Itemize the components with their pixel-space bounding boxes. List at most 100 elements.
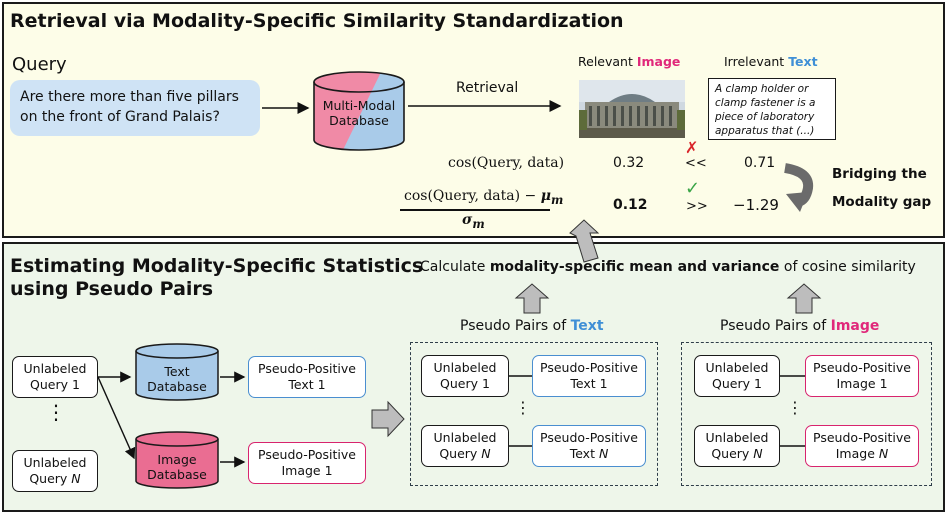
image-group-query-1: Unlabeled Query 1 (694, 355, 780, 397)
pseudo-positive-text-1: Pseudo-Positive Text 1 (248, 356, 366, 398)
bottom-title-line2: using Pseudo Pairs (10, 278, 214, 300)
ig-qn-n: N (753, 446, 763, 461)
ig-p1-line1: Pseudo-Positive (813, 360, 911, 375)
query-text-line1: Are there more than five pillars (20, 89, 239, 105)
std-numerator: cos(Query, data) − μm (404, 188, 563, 207)
text-group-query-n: Unlabeled Query N (421, 425, 509, 467)
std-numerator-text: cos(Query, data) − (404, 188, 541, 204)
multimodal-database-icon (313, 71, 405, 151)
pairs-image-header: Pseudo Pairs of Image (720, 318, 879, 334)
ppt1-line1: Pseudo-Positive (258, 361, 356, 376)
pseudo-pairs-image-group (681, 342, 932, 486)
tg-q1-line2: Query 1 (440, 376, 490, 391)
cross-mark-icon: ✗ (685, 138, 699, 157)
multimodal-db-line2: Database (329, 113, 389, 128)
ppt1-line2: Text 1 (288, 377, 326, 392)
image-database-icon (135, 431, 219, 489)
bottom-panel-title: Estimating Modality-Specific Statistics … (10, 255, 423, 301)
relevant-prefix: Relevant (578, 54, 637, 69)
tg-qn-line2: Query N (439, 446, 490, 462)
pairs-text-word: Text (570, 318, 604, 334)
relevant-word: Image (636, 54, 681, 69)
ig-qn-line1: Unlabeled (705, 430, 769, 445)
query-label: Query (12, 54, 67, 75)
irrelevant-text-snippet: A clamp holder or clamp fastener is a pi… (708, 78, 836, 140)
unlabeled-query-1: Unlabeled Query 1 (12, 356, 98, 398)
calc-suffix: of cosine similarity (779, 259, 916, 275)
tg-qn-n: N (481, 446, 491, 461)
calc-prefix: Calculate (420, 259, 490, 275)
std-mu-sub: m (550, 192, 564, 207)
ig-pn-line1: Pseudo-Positive (813, 430, 911, 445)
cos-label: cos(Query, data) (448, 155, 565, 171)
relevant-image-header: Relevant Image (578, 54, 680, 69)
bottom-title-line1: Estimating Modality-Specific Statistics (10, 255, 424, 277)
ig-qn-line2: Query N (711, 446, 762, 462)
image-database-label: Image Database (134, 452, 220, 482)
std-sigma-sub: m (472, 216, 485, 231)
unlabeled-query-n: Unlabeled Query N (12, 450, 98, 492)
uqn-line2-text: Query (29, 471, 72, 486)
uq1-line2: Query 1 (30, 377, 80, 392)
tg-p1-line1: Pseudo-Positive (540, 360, 638, 375)
tg-qn-line2-text: Query (439, 446, 482, 461)
uq1-line1: Unlabeled (23, 361, 87, 376)
retrieval-label: Retrieval (456, 80, 519, 96)
text-group-query-1: Unlabeled Query 1 (421, 355, 509, 397)
ppi1-line1: Pseudo-Positive (258, 447, 356, 462)
text-database-icon (135, 343, 219, 401)
cos-image-score: 0.32 (613, 155, 645, 171)
std-mu: μ (540, 188, 551, 204)
std-text-score: −1.29 (733, 196, 779, 214)
cos-text-score: 0.71 (744, 155, 776, 171)
uqn-line1: Unlabeled (23, 455, 87, 470)
bridging-line2: Modality gap (832, 194, 932, 210)
std-compare: >> (686, 199, 708, 214)
pseudo-pairs-text-group (410, 342, 658, 486)
tg-p1-line2: Text 1 (570, 376, 608, 391)
irrelevant-word: Text (788, 54, 818, 69)
calc-bold: modality-specific mean and variance (489, 259, 780, 275)
irrelevant-text-header: Irrelevant Text (724, 54, 818, 69)
ppi1-line2: Image 1 (281, 463, 333, 478)
pseudo-positive-image-1: Pseudo-Positive Image 1 (248, 442, 366, 484)
std-sigma: σ (462, 212, 473, 228)
vdots-left: ⋮ (46, 400, 66, 424)
top-panel-title: Retrieval via Modality-Specific Similari… (10, 10, 624, 32)
image-db-line1: Image (157, 452, 197, 467)
bridging-label: Bridging the Modality gap (832, 160, 931, 216)
multimodal-db-line1: Multi-Modal (322, 98, 396, 113)
ig-pn-line2: Image N (836, 446, 888, 462)
ig-qn-line2-text: Query (711, 446, 754, 461)
pairs-image-word: Image (830, 318, 880, 334)
multimodal-database-label: Multi-Modal Database (312, 98, 406, 128)
ig-q1-line1: Unlabeled (705, 360, 769, 375)
ig-pn-line2-text: Image (835, 446, 879, 461)
uqn-line2: Query N (29, 471, 80, 487)
pairs-image-prefix: Pseudo Pairs of (720, 318, 831, 334)
tg-pn-line1: Pseudo-Positive (540, 430, 638, 445)
text-group-positive-1: Pseudo-Positive Text 1 (532, 355, 646, 397)
query-text-line2: on the front of Grand Palais? (20, 109, 220, 125)
uqn-n: N (71, 471, 81, 486)
tg-pn-line2-text: Text (569, 446, 599, 461)
pairs-text-header: Pseudo Pairs of Text (460, 318, 604, 334)
std-denominator: σm (462, 212, 485, 231)
ig-q1-line2: Query 1 (712, 376, 762, 391)
ig-pn-n: N (878, 446, 889, 461)
std-image-score: 0.12 (613, 197, 648, 213)
ig-p1-line2: Image 1 (836, 376, 888, 391)
calculate-label: Calculate modality-specific mean and var… (420, 259, 916, 275)
relevant-image-photo (579, 80, 685, 138)
image-group-query-n: Unlabeled Query N (694, 425, 780, 467)
check-mark-icon: ✓ (685, 178, 701, 199)
vdots-image-group: ⋮ (787, 398, 803, 417)
irrelevant-prefix: Irrelevant (724, 54, 789, 69)
text-group-positive-n: Pseudo-Positive Text N (532, 425, 646, 467)
pairs-text-prefix: Pseudo Pairs of (460, 318, 571, 334)
image-group-positive-1: Pseudo-Positive Image 1 (805, 355, 919, 397)
text-db-line2: Database (147, 379, 207, 394)
fraction-bar (400, 209, 550, 211)
text-database-label: Text Database (134, 364, 220, 394)
cos-compare: << (685, 156, 707, 171)
